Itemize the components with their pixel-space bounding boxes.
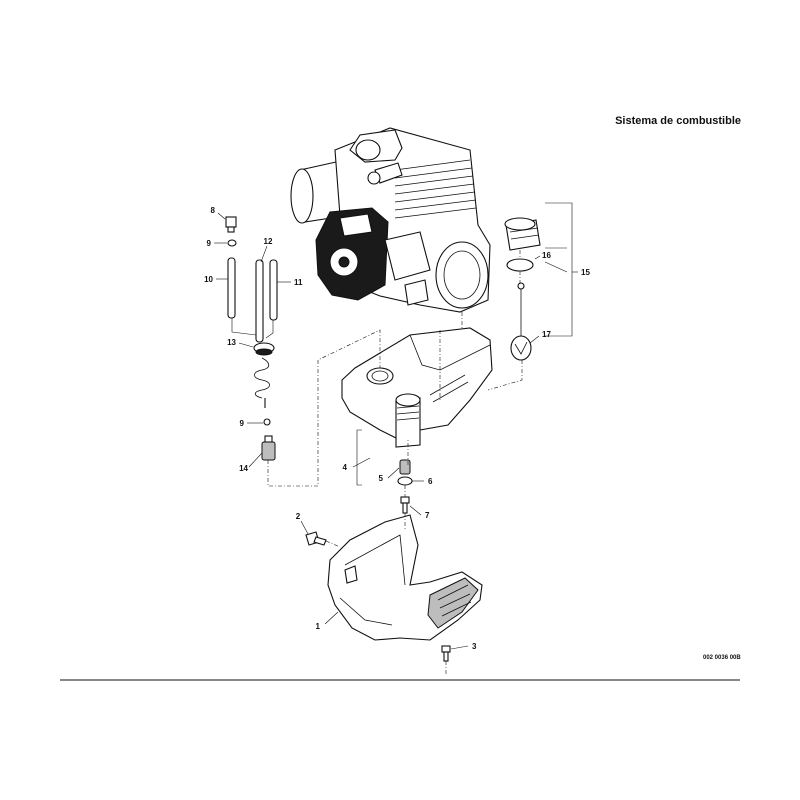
callout-9-upper: 9 [207,239,212,248]
leader-lines [214,202,578,650]
screw-2 [305,531,327,546]
fuel-tube-right [269,259,278,321]
callout-15: 15 [581,268,590,277]
callout-13: 13 [227,338,236,347]
washer [397,476,413,486]
fuel-tank [341,327,493,448]
page-title: Sistema de combustible [615,115,741,127]
screw-7 [400,496,410,514]
callout-4: 4 [343,463,348,472]
cap-strap [510,282,532,361]
cap-gasket [506,258,534,272]
drawing-reference-code: 002 0036 00B [703,655,741,661]
fuel-filter [261,435,276,461]
callout-17: 17 [542,330,551,339]
callout-5: 5 [379,474,384,483]
callout-12: 12 [264,237,273,246]
callout-labels: 1 2 3 4 5 6 7 8 9 9 10 11 12 13 14 15 16… [204,206,590,651]
grommet [253,342,275,356]
callout-9-lower: 9 [240,419,245,428]
filler-cap [504,217,541,251]
callout-14: 14 [239,464,248,473]
callout-7: 7 [425,511,430,520]
callout-8: 8 [211,206,216,215]
callout-11: 11 [294,278,303,287]
engine-illustration [290,127,491,313]
screw-3 [441,645,451,662]
fuel-tube-left [227,257,236,319]
vent-fitting [225,216,237,233]
callout-3: 3 [472,642,477,651]
callout-2: 2 [296,512,301,521]
spacer [399,459,411,475]
coiled-hose [254,357,270,408]
guard-plate [327,514,483,641]
assembly-dash-lines [267,250,523,675]
o-ring-upper [227,239,237,247]
callout-10: 10 [204,275,213,284]
callout-6: 6 [428,477,433,486]
callout-16: 16 [542,251,551,260]
o-ring-lower [263,418,271,426]
fuel-tube-middle [255,259,264,343]
callout-1: 1 [316,622,321,631]
